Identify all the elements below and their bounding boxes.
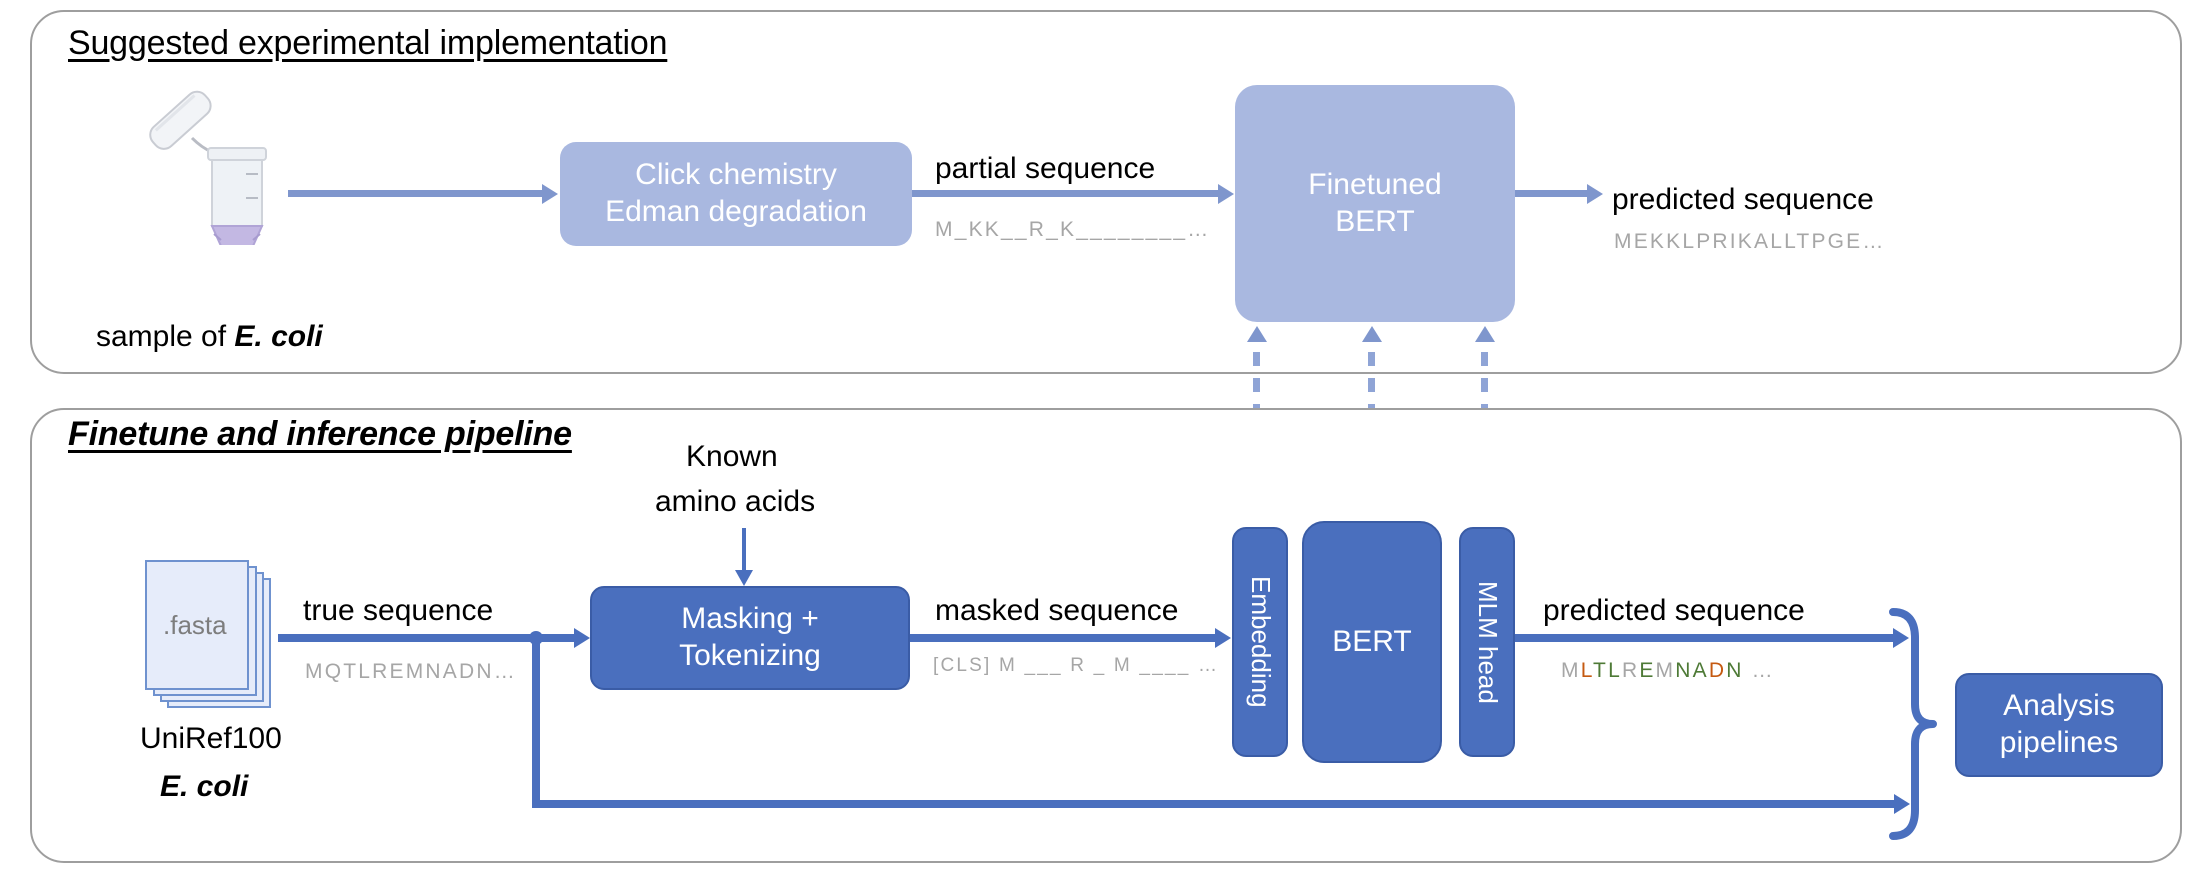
panel-title-bottom: Finetune and inference pipeline xyxy=(68,415,572,453)
bottom-predicted-sequence-label: predicted sequence xyxy=(1543,594,1805,627)
analysis-line1: Analysis xyxy=(2003,689,2115,723)
true-sequence-label: true sequence xyxy=(303,594,494,627)
arrow-click-to-finetuned-head xyxy=(1218,183,1234,204)
true-sequence-value: MQTLREMNADN… xyxy=(305,660,517,683)
sample-caption-prefix: sample of xyxy=(96,320,235,353)
bypass-line-horizontal xyxy=(532,800,1894,808)
bypass-line-vertical xyxy=(532,638,540,808)
arrow-masking-to-embedding-head xyxy=(1215,628,1231,648)
known-amino-acids-line1: Known xyxy=(686,440,778,473)
arrow-known-to-masking xyxy=(742,528,746,572)
predicted-residue: N xyxy=(1726,659,1744,682)
eppendorf-tube-icon xyxy=(149,90,267,245)
predicted-residue: D xyxy=(1708,659,1727,682)
predicted-residue: E xyxy=(1639,659,1656,682)
dashed-link-embedding-head xyxy=(1246,326,1267,342)
arrow-mlm-to-brace-head xyxy=(1893,628,1909,648)
fasta-label: .fasta xyxy=(163,610,227,640)
click-chemistry-box[interactable]: Click chemistry Edman degradation xyxy=(560,142,912,246)
dashed-link-bert-head xyxy=(1361,326,1382,342)
click-chemistry-line1: Click chemistry xyxy=(635,158,837,192)
bypass-line-head xyxy=(1894,794,1910,814)
fasta-sheet-front xyxy=(145,560,249,690)
dashed-link-mlm-head xyxy=(1474,326,1495,342)
arrow-click-to-finetuned xyxy=(912,190,1218,197)
partial-sequence-value: M_KK__R_K________… xyxy=(935,218,1211,241)
finetuned-bert-box[interactable]: Finetuned BERT xyxy=(1235,85,1515,322)
finetuned-bert-line2: BERT xyxy=(1335,204,1415,238)
mlm-head-label: MLM head xyxy=(1472,580,1503,704)
arrow-finetuned-to-predicted-head xyxy=(1587,183,1603,204)
arrow-known-to-masking-head xyxy=(735,570,753,586)
sample-caption-organism: E. coli xyxy=(234,320,323,353)
predicted-residue: N xyxy=(1675,659,1693,682)
predicted-residue: A xyxy=(1692,659,1709,682)
arrow-sample-to-click xyxy=(288,190,542,197)
bert-label: BERT xyxy=(1332,624,1412,658)
bottom-predicted-sequence-value: MLTLREMNADN … xyxy=(1561,659,1775,683)
partial-sequence-label: partial sequence xyxy=(935,152,1156,185)
embedding-box[interactable]: Embedding xyxy=(1232,527,1288,757)
top-predicted-sequence-label: predicted sequence xyxy=(1612,183,1874,216)
panel-title-top: Suggested experimental implementation xyxy=(68,24,668,62)
predicted-residue: … xyxy=(1743,659,1775,682)
bert-box[interactable]: BERT xyxy=(1302,521,1442,763)
fasta-file-stack-icon: .fasta xyxy=(145,560,275,710)
top-predicted-sequence-value: MEKKLPRIKALLTPGE… xyxy=(1614,230,1886,253)
predicted-residue: M xyxy=(1655,659,1676,682)
arrow-masking-to-embedding xyxy=(910,634,1215,642)
finetuned-bert-line1: Finetuned xyxy=(1308,167,1442,201)
arrow-finetuned-to-predicted xyxy=(1515,190,1587,197)
predicted-residue: L xyxy=(1580,659,1594,682)
click-chemistry-line2: Edman degradation xyxy=(605,195,867,228)
masking-line2: Tokenizing xyxy=(679,639,821,672)
arrow-fasta-to-masking xyxy=(278,634,574,642)
masked-sequence-value: [CLS] M ___ R _ M ____ … xyxy=(933,655,1220,676)
predicted-residue: M xyxy=(1561,659,1581,682)
dataset-caption-line2: E. coli xyxy=(160,770,249,803)
arrow-sample-to-click-head xyxy=(542,183,558,204)
known-amino-acids-line2: amino acids xyxy=(655,485,816,518)
dataset-caption-line1: UniRef100 xyxy=(140,722,282,755)
analysis-line2: pipelines xyxy=(1999,726,2119,759)
arrow-mlm-to-brace xyxy=(1515,634,1893,642)
sample-caption: sample of E. coli xyxy=(96,320,323,354)
mlm-head-box[interactable]: MLM head xyxy=(1459,527,1515,757)
predicted-residue: T xyxy=(1593,659,1609,682)
masking-tokenizing-box[interactable]: Masking + Tokenizing xyxy=(590,586,910,690)
embedding-label: Embedding xyxy=(1245,576,1276,708)
arrow-fasta-to-masking-head xyxy=(574,628,590,648)
masking-line1: Masking + xyxy=(681,602,819,636)
analysis-pipelines-box[interactable]: Analysis pipelines xyxy=(1955,673,2163,777)
masked-sequence-label: masked sequence xyxy=(935,594,1179,627)
predicted-residue: R xyxy=(1621,659,1640,682)
curly-brace-icon xyxy=(1889,608,1937,840)
predicted-residue: L xyxy=(1608,659,1622,682)
